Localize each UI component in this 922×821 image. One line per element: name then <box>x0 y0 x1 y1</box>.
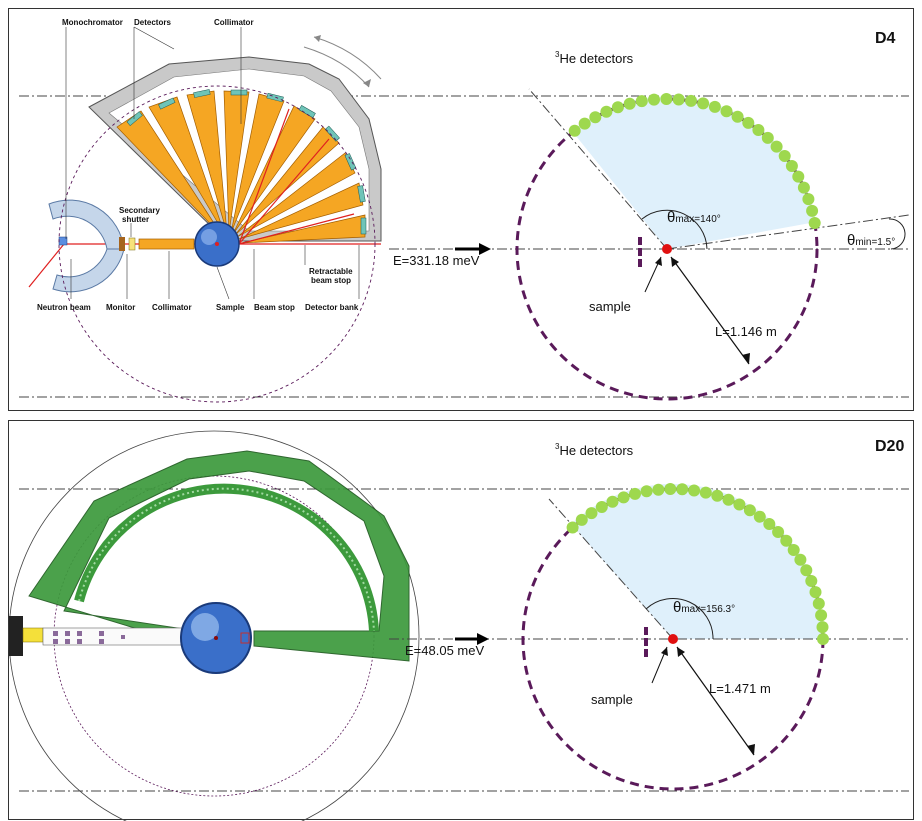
label-collimator-top: Collimator <box>214 18 254 27</box>
detector-dot <box>652 483 665 496</box>
detector-dot <box>697 97 710 110</box>
detector-dot <box>585 507 598 520</box>
detector-dot <box>688 484 701 497</box>
detector-dots <box>566 483 829 645</box>
distance-label: L=1.471 m <box>709 681 771 696</box>
label-monitor: Monitor <box>106 303 135 312</box>
detector-dots <box>568 93 821 229</box>
d20-schematic <box>8 430 420 821</box>
detector-dot <box>578 117 591 130</box>
theta-max-label: θmax=156.3° <box>673 599 735 616</box>
detector-dot <box>743 504 756 517</box>
detector-dot <box>595 501 608 513</box>
sample-label: sample <box>591 692 633 707</box>
detector-dot <box>722 493 735 506</box>
detector-dot <box>685 94 697 107</box>
theta-max-label: θmax=140° <box>667 209 721 226</box>
sample-dot <box>668 634 678 644</box>
detector-dot <box>600 105 613 118</box>
detector-dot <box>787 544 800 556</box>
detector-dot <box>772 526 785 538</box>
detector-dot <box>699 486 712 499</box>
label-beam-stop: Beam stop <box>254 303 295 312</box>
detector-dot <box>617 491 630 504</box>
label-neutron-beam: Neutron beam <box>37 303 91 312</box>
detectors-title: 3He detectors <box>555 442 634 458</box>
detector-dot <box>708 100 721 113</box>
detector-dot <box>575 513 588 526</box>
detector-dot <box>733 498 746 511</box>
d20-diagram: D20 3He detectors E=48.05 meV θmax=156.3… <box>8 430 909 821</box>
detector-dot <box>629 487 641 500</box>
theta-min-label: θmin=1.5° <box>847 232 895 249</box>
detector-dot <box>640 485 653 498</box>
label-collimator-bottom: Collimator <box>152 303 192 312</box>
panel-d4: Monochromator Detectors Collimator Secon… <box>8 8 914 411</box>
detector-dot <box>815 609 828 622</box>
energy-label: E=331.18 meV <box>393 253 480 268</box>
detector-dot <box>676 483 689 496</box>
detector-dot <box>812 597 825 610</box>
detector-dot <box>785 160 798 172</box>
detector-dot <box>792 170 805 183</box>
instrument-circle <box>58 85 376 403</box>
detector-dot <box>664 483 677 495</box>
label-monochromator: Monochromator <box>62 18 123 27</box>
detector-dot <box>648 93 660 106</box>
detector-dot <box>568 124 581 137</box>
detector-dot <box>635 95 648 108</box>
detector-dot <box>780 534 793 547</box>
detector-dot <box>794 553 807 566</box>
label-retractable: Retractable <box>309 267 353 276</box>
detector-dot <box>720 105 733 118</box>
detectors-title: 3He detectors <box>555 50 634 66</box>
detector-dot <box>606 495 619 508</box>
detector-dot <box>763 518 776 530</box>
detector-dot <box>797 181 810 194</box>
detector-dot <box>611 101 624 114</box>
detector-dot <box>731 110 744 123</box>
detector-dot <box>761 131 774 144</box>
label-detector-bank: Detector bank <box>305 303 359 312</box>
green-shield <box>28 450 410 662</box>
detector-dot <box>806 204 819 217</box>
d20-geometry: D20 3He detectors E=48.05 meV θmax=156.3… <box>389 438 909 791</box>
label-detectors: Detectors <box>134 18 171 27</box>
detector-dot <box>816 621 829 634</box>
detector-dot <box>808 217 821 229</box>
energy-label: E=48.05 meV <box>405 643 484 658</box>
detector-dot <box>809 586 822 599</box>
instrument-tag: D4 <box>875 30 896 47</box>
detector-dot <box>753 510 766 523</box>
detector-dot <box>566 521 579 534</box>
label-secondary-shutter-2: shutter <box>122 215 149 224</box>
detector-dot <box>817 633 829 645</box>
detector-dot <box>800 564 813 577</box>
detector-dot <box>589 111 602 124</box>
detector-dot <box>805 575 818 587</box>
d4-geometry: D4 3He detectors E=331.18 meV θmax=140° … <box>389 30 910 401</box>
distance-label: L=1.146 m <box>715 324 777 339</box>
sample-label: sample <box>589 299 631 314</box>
instrument-tag: D20 <box>875 438 904 455</box>
coverage-sector <box>571 483 824 639</box>
label-beam-stop-2: beam stop <box>311 276 351 285</box>
detector-dot <box>742 116 755 129</box>
detector-dot <box>660 93 673 105</box>
label-secondary-shutter: Secondary <box>119 206 160 215</box>
detector-dot <box>672 93 685 106</box>
coverage-sector <box>572 96 816 249</box>
label-sample: Sample <box>216 303 245 312</box>
panel-d20: D20 3He detectors E=48.05 meV θmax=156.3… <box>8 420 914 821</box>
d4-diagram: Monochromator Detectors Collimator Secon… <box>19 18 910 403</box>
detector-dot <box>752 124 765 136</box>
d4-schematic: Monochromator Detectors Collimator Secon… <box>28 18 382 403</box>
detector-dot <box>711 489 724 502</box>
detector-dot <box>802 193 815 206</box>
detector-dot <box>623 97 636 110</box>
sample-dot <box>662 244 672 254</box>
detector-dot <box>770 140 783 153</box>
detector-dot <box>778 150 791 162</box>
